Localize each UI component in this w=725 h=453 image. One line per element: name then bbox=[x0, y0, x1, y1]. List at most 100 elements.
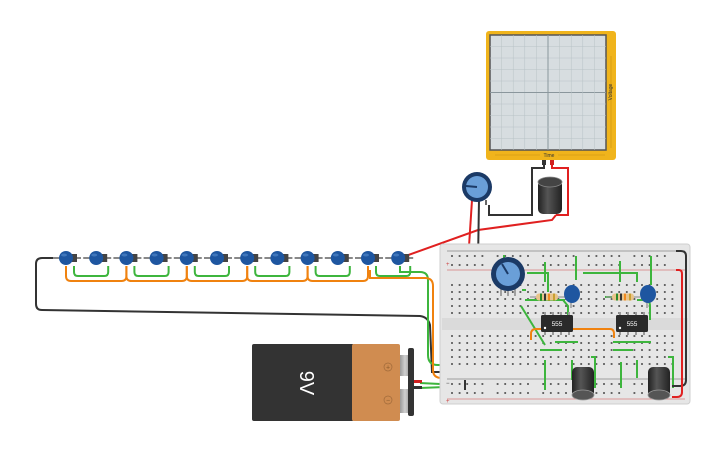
breadboard-hole bbox=[618, 356, 621, 358]
wire-red-to-led-chain[interactable] bbox=[399, 214, 557, 259]
bottom-minus-label: − bbox=[446, 381, 450, 387]
led-8[interactable] bbox=[264, 251, 293, 265]
breadboard-hole bbox=[489, 284, 491, 286]
breadboard-hole bbox=[481, 349, 484, 351]
breadboard-hole bbox=[671, 349, 674, 351]
led-6[interactable] bbox=[204, 251, 232, 265]
breadboard-hole bbox=[542, 392, 545, 394]
jumper-green[interactable] bbox=[375, 266, 412, 277]
breadboard-hole bbox=[549, 255, 552, 257]
breadboard-hole bbox=[671, 298, 674, 300]
electrolytic-capacitor-1[interactable] bbox=[571, 367, 595, 401]
breadboard-hole bbox=[595, 255, 598, 257]
board-wire[interactable] bbox=[591, 356, 596, 388]
breadboard-hole bbox=[504, 335, 507, 337]
breadboard-hole bbox=[504, 383, 507, 385]
resistor-1[interactable] bbox=[530, 293, 566, 301]
breadboard-hole bbox=[587, 255, 590, 257]
led-1[interactable] bbox=[53, 251, 81, 265]
breadboard-hole bbox=[504, 291, 507, 293]
led-highlight bbox=[91, 253, 98, 257]
board-wire[interactable] bbox=[520, 305, 546, 346]
breadboard-hole bbox=[481, 298, 484, 300]
breadboard-hole bbox=[458, 305, 461, 307]
battery-9v[interactable]: 9V + − bbox=[252, 344, 422, 421]
potentiometer-1[interactable] bbox=[462, 172, 492, 202]
resistor-2[interactable] bbox=[606, 293, 640, 301]
board-wire-red[interactable] bbox=[672, 269, 683, 398]
breadboard-hole bbox=[595, 383, 598, 385]
led-11[interactable] bbox=[355, 251, 383, 265]
breadboard-hole bbox=[458, 383, 461, 385]
breadboard-hole bbox=[542, 312, 545, 314]
jumper-green[interactable] bbox=[314, 266, 351, 277]
board-wire[interactable] bbox=[583, 272, 638, 282]
board-wire[interactable] bbox=[668, 356, 674, 388]
wire-scope-red[interactable] bbox=[551, 165, 569, 216]
ic-body bbox=[616, 315, 648, 332]
jumper-green[interactable] bbox=[193, 266, 230, 277]
led-5[interactable] bbox=[173, 251, 202, 265]
breadboard-hole bbox=[519, 298, 522, 300]
breadboard-hole bbox=[549, 335, 552, 337]
breadboard-hole bbox=[565, 335, 567, 337]
ceramic-capacitor-1[interactable] bbox=[564, 285, 580, 308]
battery-connector-clip[interactable] bbox=[408, 348, 414, 416]
breadboard-hole bbox=[572, 264, 575, 266]
led-12[interactable] bbox=[385, 251, 414, 265]
breadboard-hole bbox=[451, 284, 453, 286]
breadboard-hole bbox=[648, 349, 651, 351]
electrolytic-capacitor-2[interactable] bbox=[647, 367, 671, 401]
breadboard-hole bbox=[451, 349, 453, 351]
capacitor-top bbox=[537, 176, 563, 188]
potentiometer-2[interactable] bbox=[491, 257, 525, 296]
jumper-orange[interactable] bbox=[306, 266, 369, 282]
jumper-green[interactable] bbox=[73, 266, 110, 277]
battery-lead-red[interactable] bbox=[414, 380, 422, 383]
led-base bbox=[222, 254, 228, 262]
wire-scope-black[interactable] bbox=[488, 165, 545, 216]
board-wire[interactable] bbox=[527, 272, 549, 292]
jumper-green[interactable] bbox=[254, 266, 291, 277]
breadboard-hole bbox=[595, 291, 598, 293]
breadboard-hole bbox=[549, 392, 552, 394]
battery-lead-black[interactable] bbox=[414, 386, 422, 389]
battery-terminal-positive[interactable] bbox=[400, 355, 410, 376]
breadboard-hole bbox=[489, 291, 491, 293]
led-2[interactable] bbox=[83, 251, 112, 265]
led-9[interactable] bbox=[294, 251, 323, 265]
led-4[interactable] bbox=[143, 251, 172, 265]
scope-probe-positive[interactable] bbox=[550, 160, 554, 165]
breadboard-hole bbox=[625, 363, 628, 365]
led-10[interactable] bbox=[324, 251, 353, 265]
timer-ic-1[interactable]: 555 bbox=[541, 312, 573, 335]
breadboard-hole bbox=[565, 255, 567, 257]
breadboard-hole bbox=[473, 264, 476, 266]
electrolytic-capacitor-scope[interactable] bbox=[537, 176, 563, 214]
timer-ic-2[interactable]: 555 bbox=[616, 312, 648, 335]
breadboard-hole bbox=[511, 349, 514, 351]
jumper-green[interactable] bbox=[133, 266, 170, 277]
breadboard-hole bbox=[527, 312, 529, 314]
breadboard-hole bbox=[625, 291, 628, 293]
breadboard-hole bbox=[542, 284, 545, 286]
breadboard-hole bbox=[542, 363, 545, 365]
led-base bbox=[161, 254, 168, 262]
breadboard-hole bbox=[656, 305, 659, 307]
breadboard-hole bbox=[641, 312, 643, 314]
ceramic-capacitor-2[interactable] bbox=[640, 285, 656, 308]
breadboard-hole bbox=[489, 342, 491, 344]
breadboard-hole bbox=[656, 342, 659, 344]
led-3[interactable] bbox=[113, 251, 142, 265]
breadboard-hole bbox=[633, 392, 636, 394]
breadboard-hole bbox=[466, 291, 469, 293]
oscilloscope[interactable]: Time Voltage bbox=[486, 31, 616, 165]
led-base bbox=[252, 254, 259, 262]
breadboard-hole bbox=[572, 349, 575, 351]
capacitor-bottom bbox=[571, 389, 595, 401]
scope-probe-negative[interactable] bbox=[542, 160, 546, 165]
led-7[interactable] bbox=[234, 251, 263, 265]
battery-terminal-negative[interactable] bbox=[400, 389, 410, 413]
breadboard-hole bbox=[572, 255, 575, 257]
